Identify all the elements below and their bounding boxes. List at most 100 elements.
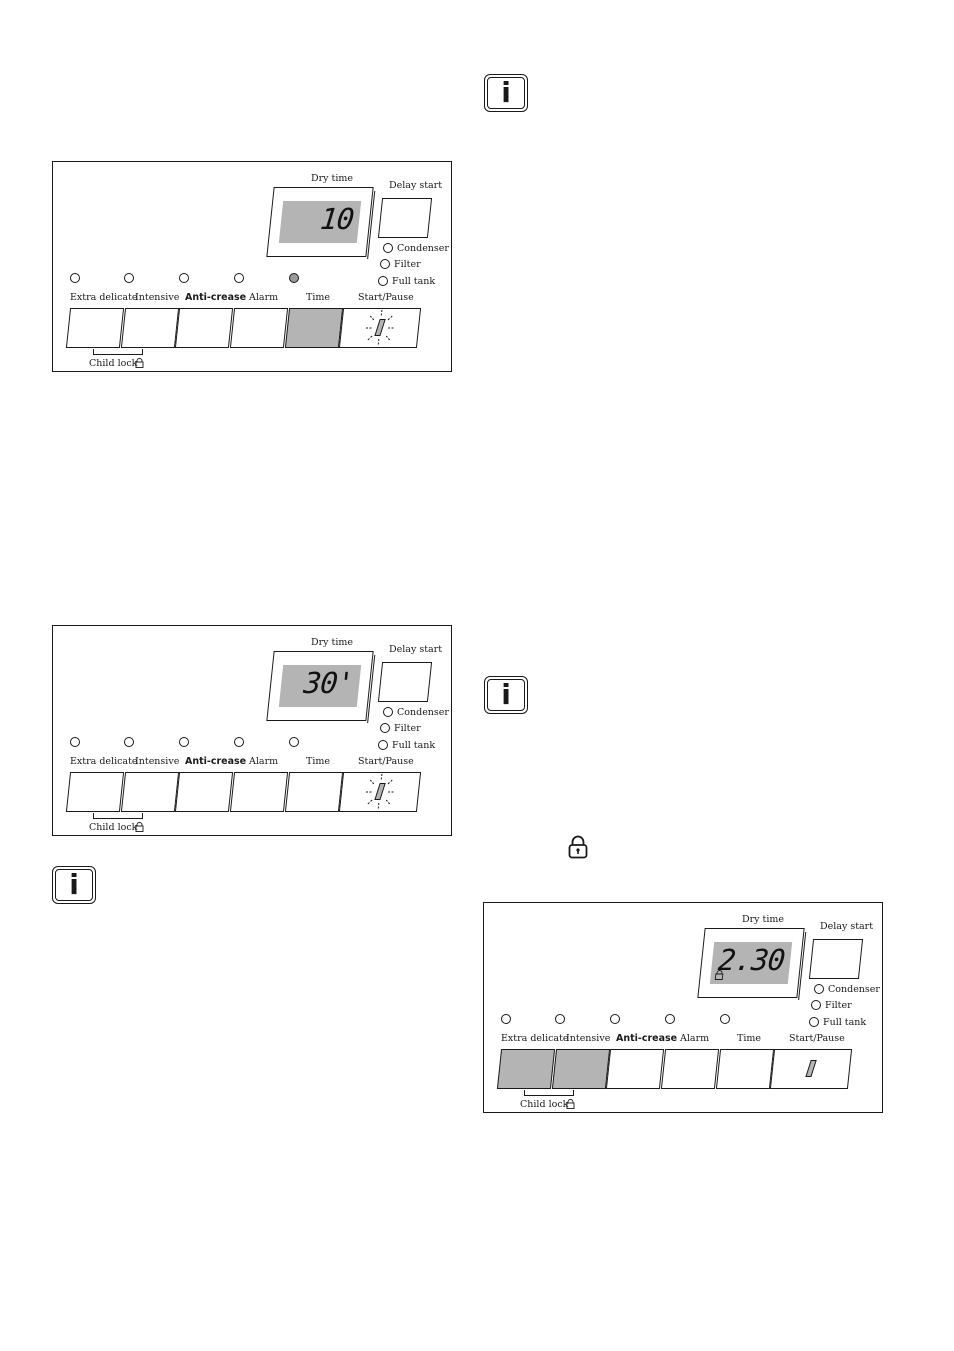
info-icon: i — [484, 676, 528, 714]
filter-indicator — [811, 1000, 821, 1010]
info-icon: i — [484, 74, 528, 112]
extra-delicate-indicator — [70, 737, 80, 747]
start-pause-button[interactable] — [338, 772, 422, 812]
time-label: Time — [737, 1033, 762, 1044]
condenser-indicator — [383, 243, 393, 253]
filter-label: Filter — [394, 723, 421, 734]
extra-delicate-label: Extra delicate — [501, 1033, 569, 1044]
condenser-label: Condenser — [828, 984, 880, 995]
time-button[interactable] — [284, 772, 344, 812]
intensive-indicator — [124, 737, 134, 747]
start-pause-button[interactable] — [769, 1049, 853, 1089]
start-pause-button[interactable] — [338, 308, 422, 348]
intensive-indicator — [124, 273, 134, 283]
blink-rays-icon — [365, 774, 395, 810]
extra-delicate-button[interactable] — [65, 308, 125, 348]
time-indicator — [289, 273, 299, 283]
alarm-button[interactable] — [229, 772, 289, 812]
alarm-label: Alarm — [249, 292, 279, 303]
full-tank-label: Full tank — [392, 276, 436, 287]
child-lock-icon — [135, 358, 144, 368]
extra-delicate-button[interactable] — [496, 1049, 556, 1089]
child-lock-icon — [566, 1099, 575, 1109]
dry-time-display: 10 — [266, 187, 374, 257]
anti-crease-label: Anti-crease — [616, 1033, 678, 1044]
intensive-button[interactable] — [551, 1049, 611, 1089]
control-panel-3: Dry time 2.30 Delay start Condenser Filt… — [483, 902, 883, 1113]
anti-crease-button[interactable] — [174, 772, 234, 812]
full-tank-label: Full tank — [392, 740, 436, 751]
intensive-indicator — [555, 1014, 565, 1024]
display-value: 10 — [318, 202, 356, 236]
dry-time-label: Dry time — [311, 637, 354, 648]
anti-crease-indicator — [179, 273, 189, 283]
condenser-indicator — [383, 707, 393, 717]
condenser-label: Condenser — [397, 707, 449, 718]
control-panel-1: Dry time 10 Delay start Condenser Filter… — [52, 161, 452, 372]
child-lock-label: Child lock — [520, 1099, 569, 1110]
time-label: Time — [306, 756, 331, 767]
anti-crease-indicator — [610, 1014, 620, 1024]
extra-delicate-indicator — [501, 1014, 511, 1024]
alarm-indicator — [234, 273, 244, 283]
lcd-screen: 2.30 — [709, 942, 793, 984]
alarm-button[interactable] — [660, 1049, 720, 1089]
start-pause-label: Start/Pause — [358, 756, 414, 767]
intensive-label: Intensive — [566, 1033, 611, 1044]
anti-crease-label: Anti-crease — [185, 756, 247, 767]
time-button[interactable] — [284, 308, 344, 348]
dry-time-label: Dry time — [742, 914, 785, 925]
condenser-indicator — [814, 984, 824, 994]
child-lock-bracket — [93, 813, 143, 819]
child-lock-bracket — [524, 1090, 574, 1096]
filter-indicator — [380, 259, 390, 269]
lcd-screen: 10 — [278, 201, 362, 243]
delay-start-label: Delay start — [389, 180, 443, 191]
lcd-screen: 30' — [278, 665, 362, 707]
filter-label: Filter — [394, 259, 421, 270]
full-tank-indicator — [378, 740, 388, 750]
condenser-label: Condenser — [397, 243, 449, 254]
time-label: Time — [306, 292, 331, 303]
intensive-label: Intensive — [135, 292, 180, 303]
filter-label: Filter — [825, 1000, 852, 1011]
delay-start-button[interactable] — [377, 662, 433, 702]
anti-crease-label: Anti-crease — [185, 292, 247, 303]
dry-time-display: 30' — [266, 651, 374, 721]
delay-start-button[interactable] — [377, 198, 433, 238]
extra-delicate-label: Extra delicate — [70, 292, 138, 303]
padlock-icon — [568, 835, 588, 859]
control-panel-2: Dry time 30' Delay start Condenser Filte… — [52, 625, 452, 836]
alarm-label: Alarm — [680, 1033, 710, 1044]
extra-delicate-indicator — [70, 273, 80, 283]
display-lock-icon — [714, 970, 724, 980]
time-indicator — [720, 1014, 730, 1024]
start-pause-label: Start/Pause — [789, 1033, 845, 1044]
blink-rays-icon — [365, 310, 395, 346]
time-button[interactable] — [715, 1049, 775, 1089]
child-lock-label: Child lock — [89, 822, 138, 833]
full-tank-indicator — [809, 1017, 819, 1027]
alarm-button[interactable] — [229, 308, 289, 348]
child-lock-icon — [135, 822, 144, 832]
extra-delicate-button[interactable] — [65, 772, 125, 812]
intensive-button[interactable] — [120, 308, 180, 348]
anti-crease-button[interactable] — [605, 1049, 665, 1089]
dry-time-display: 2.30 — [697, 928, 805, 998]
intensive-button[interactable] — [120, 772, 180, 812]
alarm-label: Alarm — [249, 756, 279, 767]
anti-crease-indicator — [179, 737, 189, 747]
child-lock-bracket — [93, 349, 143, 355]
anti-crease-button[interactable] — [174, 308, 234, 348]
display-value: 2.30 — [716, 943, 787, 977]
delay-start-button[interactable] — [808, 939, 864, 979]
alarm-indicator — [665, 1014, 675, 1024]
delay-start-label: Delay start — [389, 644, 443, 655]
start-symbol-icon — [805, 1060, 817, 1077]
time-indicator — [289, 737, 299, 747]
delay-start-label: Delay start — [820, 921, 874, 932]
dry-time-label: Dry time — [311, 173, 354, 184]
display-value: 30' — [302, 666, 356, 700]
filter-indicator — [380, 723, 390, 733]
full-tank-label: Full tank — [823, 1017, 867, 1028]
